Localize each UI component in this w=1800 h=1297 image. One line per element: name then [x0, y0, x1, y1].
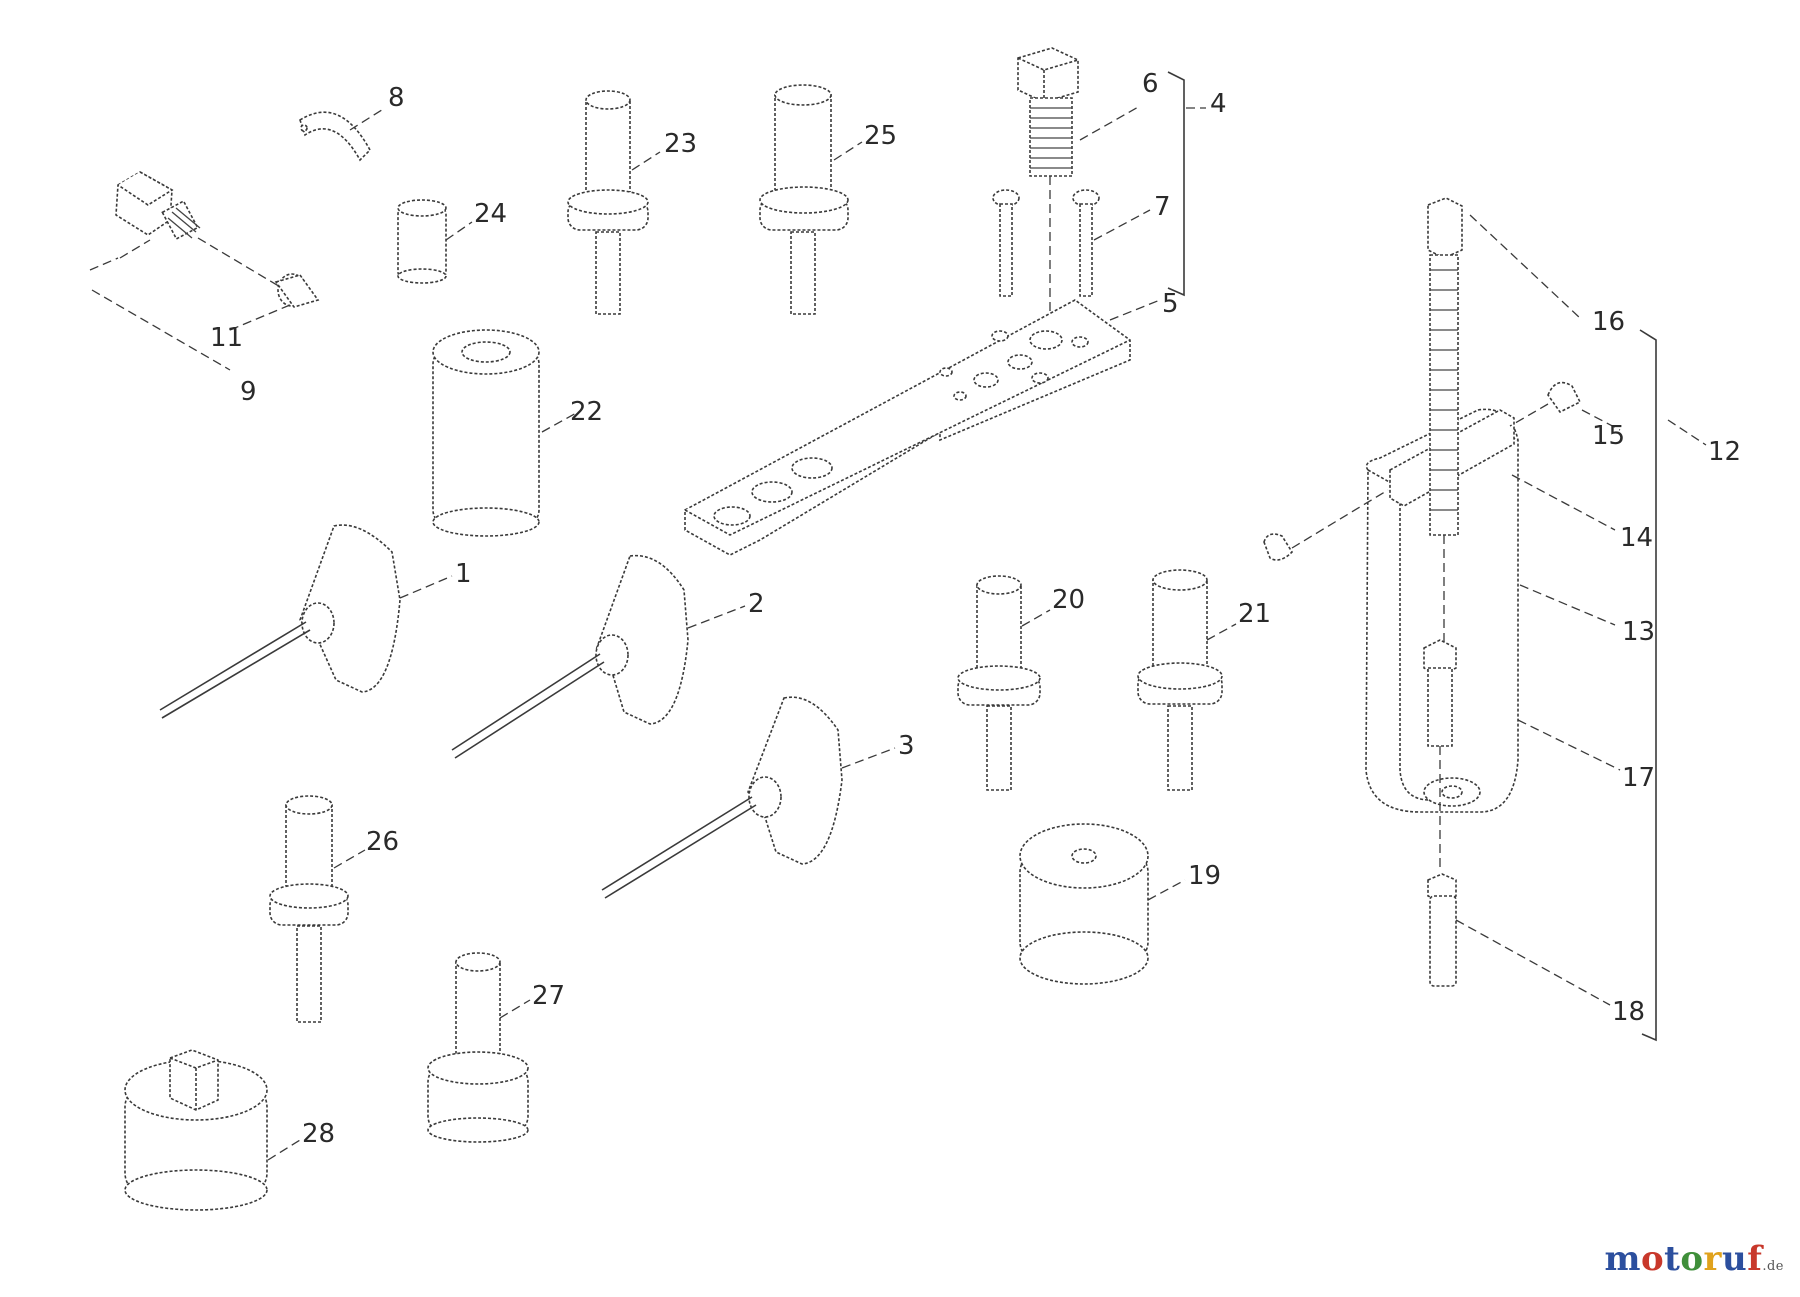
- part-25-driver: [759, 84, 849, 315]
- part-8-clip: [299, 111, 371, 162]
- part-5-plate: [684, 299, 1131, 556]
- callout-15: 15: [1592, 421, 1625, 451]
- part-11-plug: [274, 273, 320, 308]
- watermark-tld: .de: [1762, 1259, 1784, 1274]
- callout-26: 26: [366, 827, 399, 857]
- part-26-driver: [269, 795, 349, 1023]
- callout-1: 1: [455, 559, 472, 589]
- callout-7: 7: [1154, 192, 1171, 222]
- part-1-t-handle: [159, 524, 401, 719]
- part-20-driver: [957, 575, 1041, 791]
- part-15-screws: [1263, 381, 1582, 561]
- callout-16: 16: [1592, 307, 1625, 337]
- callout-19: 19: [1188, 861, 1221, 891]
- callout-labels: 1 2 3 4 5 6 7 8 9 11 12 13 14 15 16 17 1…: [210, 69, 1741, 1149]
- callout-5: 5: [1162, 289, 1179, 319]
- callout-11: 11: [210, 323, 243, 353]
- leader-lines: [89, 105, 1707, 1161]
- part-6-bolt: [1017, 47, 1079, 340]
- watermark-letter: o: [1680, 1239, 1704, 1279]
- callout-4: 4: [1210, 89, 1227, 119]
- watermark-letter: u: [1721, 1239, 1748, 1279]
- callout-2: 2: [748, 589, 765, 619]
- watermark-letter: f: [1747, 1239, 1763, 1279]
- part-17-pin: [1423, 639, 1457, 870]
- part-21-driver: [1137, 569, 1223, 791]
- callout-3: 3: [898, 731, 915, 761]
- callout-18: 18: [1612, 997, 1645, 1027]
- part-3-t-handle: [601, 696, 843, 899]
- part-28-socket: [124, 1049, 268, 1211]
- part-27-driver: [427, 952, 529, 1143]
- watermark-letter: m: [1604, 1239, 1641, 1279]
- part-19-puck: [1019, 823, 1149, 985]
- part-16-spindle: [1427, 197, 1463, 650]
- watermark-letter: t: [1664, 1239, 1681, 1279]
- watermark-letter: r: [1703, 1239, 1722, 1279]
- part-18-adapter: [1427, 873, 1457, 987]
- callout-23: 23: [664, 129, 697, 159]
- callout-22: 22: [570, 397, 603, 427]
- callout-20: 20: [1052, 585, 1085, 615]
- callout-12: 12: [1708, 437, 1741, 467]
- callout-21: 21: [1238, 599, 1271, 629]
- part-22-sleeve: [432, 329, 540, 537]
- callout-6: 6: [1142, 69, 1159, 99]
- callout-8: 8: [388, 83, 405, 113]
- watermark-letter: o: [1640, 1239, 1665, 1279]
- part-23-driver: [567, 90, 649, 315]
- motoruf-watermark: motoruf.de: [1604, 1239, 1784, 1279]
- part-9-adapter: [115, 171, 201, 240]
- callout-25: 25: [864, 121, 897, 151]
- callout-14: 14: [1620, 523, 1653, 553]
- part-7-screws: [992, 189, 1100, 297]
- bracket-group-4: [1167, 71, 1206, 297]
- callout-17: 17: [1622, 763, 1655, 793]
- callout-24: 24: [474, 199, 507, 229]
- callout-13: 13: [1622, 617, 1655, 647]
- bracket-group-12: [1639, 329, 1657, 1042]
- part-24-sleeve: [397, 199, 447, 284]
- callout-28: 28: [302, 1119, 335, 1149]
- callout-27: 27: [532, 981, 565, 1011]
- part-2-t-handle: [451, 554, 689, 759]
- callout-9: 9: [240, 377, 257, 407]
